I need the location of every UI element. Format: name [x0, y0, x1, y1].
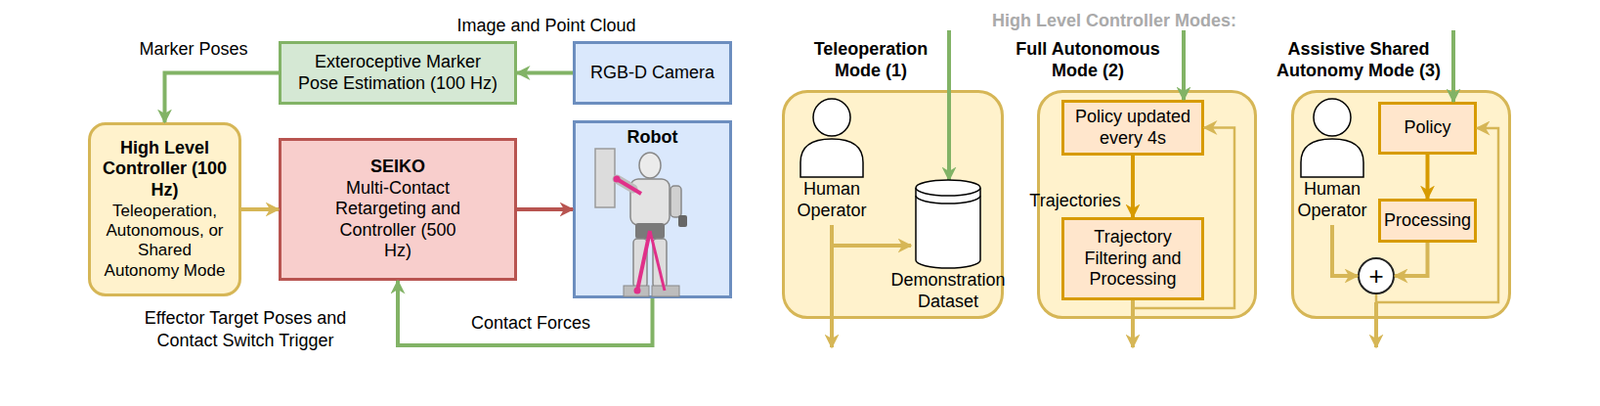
node-text: Teleoperation, Autonomous, or Shared Aut…: [98, 201, 231, 282]
connector-arrow: [1332, 224, 1358, 276]
connector-arrow: [165, 73, 280, 124]
node-text: +: [1368, 262, 1384, 289]
node-text: Human Operator: [787, 178, 876, 221]
contact-point: [634, 287, 642, 295]
process-box: Trajectory Filtering and Processing: [1061, 216, 1205, 301]
person-head: [813, 98, 851, 136]
controller-box: SEIKOMulti-Contact Retargeting and Contr…: [278, 137, 518, 281]
sum-circle: +: [1357, 257, 1395, 295]
robot-torso: [630, 178, 670, 225]
connector-arrow: [1376, 128, 1499, 303]
input-arrow: [1451, 30, 1456, 102]
connector-arrow: [831, 224, 911, 246]
cylinder-top: [915, 179, 981, 196]
input-arrow: [1181, 30, 1186, 100]
process-box: Policy updated every 4s: [1061, 99, 1205, 156]
connector-arrow: [1132, 128, 1235, 309]
node-text: Human Operator: [1288, 178, 1377, 221]
node-text: Policy updated every 4s: [1068, 106, 1198, 149]
node-text: Processing: [1383, 210, 1471, 232]
human-operator: Human Operator: [1288, 96, 1377, 225]
person-body: [800, 138, 864, 177]
human-operator: Human Operator: [787, 96, 876, 225]
mode-heading: Assistive Shared Autonomy Mode (3): [1271, 39, 1446, 82]
node-text: Robot: [627, 127, 679, 149]
robot-foot: [651, 285, 680, 297]
process-box: Processing: [1378, 198, 1477, 243]
edge-label: Marker Poses: [138, 38, 248, 61]
sensor-box: RGB-D Camera: [572, 41, 733, 105]
edge-label: Contact Forces: [471, 311, 591, 335]
robot-arm: [670, 185, 682, 217]
section-heading: High Level Controller Modes:: [992, 9, 1237, 33]
robot-arm: [616, 178, 634, 189]
mode-group: Teleoperation Mode (1)Human OperatorDemo…: [781, 89, 1004, 319]
person-head: [1313, 98, 1351, 136]
contact-line: [649, 230, 665, 291]
output-arrow: [1374, 302, 1379, 347]
robot-head: [639, 152, 661, 178]
edge-layer: [165, 73, 1500, 346]
contact-line: [637, 230, 650, 291]
node-text: Multi-Contact Retargeting and Controller…: [324, 177, 472, 262]
process-box: Exteroceptive Marker Pose Estimation (10…: [278, 41, 518, 105]
cylinder-body: [915, 187, 981, 268]
connector-arrow: [517, 71, 573, 76]
node-text: Policy: [1403, 117, 1451, 139]
node-text: Trajectory Filtering and Processing: [1068, 226, 1198, 291]
person-body: [1300, 138, 1364, 177]
robot-box: Robot: [572, 120, 733, 299]
edge-label: Trajectories: [1029, 189, 1121, 213]
edge-label: Image and Point Cloud: [456, 14, 636, 38]
node-text: High Level Controller (100 Hz): [98, 137, 231, 202]
connector-arrow: [241, 207, 279, 212]
controller-box: High Level Controller (100 Hz)Teleoperat…: [87, 122, 242, 297]
output-arrow: [1130, 300, 1135, 347]
robot-pelvis: [635, 222, 665, 239]
decor: [595, 30, 1454, 347]
connector-arrow: [1394, 242, 1428, 276]
connector-arrow: [517, 207, 573, 212]
mode-heading: Teleoperation Mode (1): [802, 39, 940, 82]
node-text: SEIKO: [370, 156, 426, 178]
mode-heading: Full Autonomous Mode (2): [1009, 39, 1167, 82]
dataset-cylinder: Demonstration Dataset: [910, 179, 986, 311]
mode-group: Assistive Shared Autonomy Mode (3)Human …: [1291, 89, 1512, 319]
contact-line: [616, 178, 642, 194]
robot-foot: [623, 285, 649, 297]
edge-label: Effector Target Poses and Contact Switch…: [123, 306, 368, 351]
connector-arrow: [1130, 155, 1135, 217]
output-arrow: [829, 245, 834, 347]
connector-arrow: [397, 280, 653, 346]
robot-leg: [633, 238, 648, 288]
cylinder-ring: [915, 195, 981, 204]
wall-panel: [595, 148, 615, 208]
contact-point: [613, 175, 621, 183]
connector-arrow: [1426, 154, 1430, 199]
node-text: RGB-D Camera: [590, 62, 715, 85]
node-text: Exteroceptive Marker Pose Estimation (10…: [294, 51, 502, 94]
input-arrow: [947, 30, 952, 180]
node-text: Demonstration Dataset: [874, 269, 1022, 312]
robot-leg: [652, 238, 667, 288]
process-box: Policy: [1378, 101, 1477, 155]
robot-hand: [678, 215, 688, 227]
